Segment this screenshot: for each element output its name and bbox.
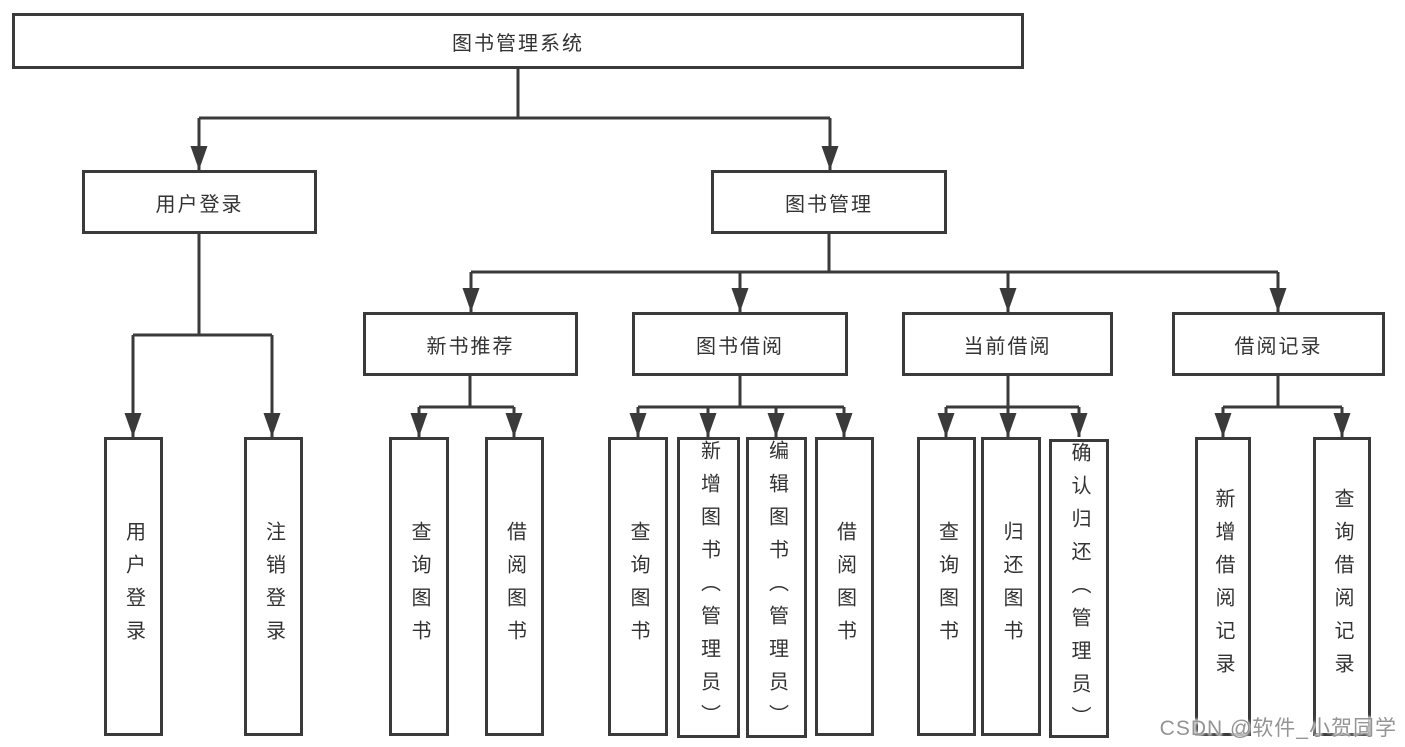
leaf-user-login: 用户登录 [104, 437, 163, 736]
leaf-nb-query-books: 查询图书 [389, 437, 449, 736]
node-label: 当前借阅 [963, 335, 1052, 358]
leaf-nb-borrow-books: 借阅图书 [485, 437, 544, 736]
node-borrowing-records: 借阅记录 [1172, 312, 1385, 376]
node-label: 用户登录 [155, 193, 244, 216]
leaf-logout: 注销登录 [244, 437, 303, 736]
node-label: 图书管理 [785, 193, 873, 216]
node-label: 编辑图书（管理员） [765, 440, 788, 737]
leaf-bb-edit-books-admin: 编辑图书（管理员） [746, 437, 807, 738]
node-label: 注销登录 [262, 520, 285, 653]
node-library-management-system: 图书管理系统 [12, 13, 1024, 69]
leaf-cb-return-books: 归还图书 [981, 437, 1041, 736]
leaf-br-add-record: 新增借阅记录 [1195, 437, 1251, 736]
node-label: 借阅记录 [1234, 335, 1323, 358]
node-label: 查询图书 [408, 520, 430, 653]
csdn-watermark: CSDN @软件_小贺同学 [1159, 717, 1397, 740]
node-label: 图书管理系统 [452, 32, 584, 55]
node-new-book-recommend: 新书推荐 [363, 312, 578, 376]
node-label: 归还图书 [1000, 520, 1022, 653]
leaf-bb-add-books-admin: 新增图书（管理员） [677, 437, 740, 738]
leaf-br-query-record: 查询借阅记录 [1313, 437, 1371, 736]
node-label: 新增图书（管理员） [697, 440, 720, 737]
leaf-bb-query-books: 查询图书 [608, 437, 668, 736]
node-book-borrowing: 图书借阅 [632, 312, 848, 376]
node-book-management: 图书管理 [711, 170, 947, 234]
node-label: 借阅图书 [833, 520, 856, 653]
node-label: 新书推荐 [426, 335, 515, 358]
leaf-bb-borrow-books: 借阅图书 [815, 437, 874, 736]
node-label: 查询图书 [627, 520, 649, 653]
node-label: 图书借阅 [696, 335, 784, 358]
node-label: 确认归还（管理员） [1068, 442, 1090, 739]
leaf-cb-query-books: 查询图书 [917, 437, 976, 736]
node-label: 查询图书 [935, 520, 958, 653]
node-label: 新增借阅记录 [1212, 487, 1234, 686]
node-current-borrowing: 当前借阅 [902, 312, 1113, 376]
node-label: 查询借阅记录 [1331, 487, 1353, 686]
node-user-login: 用户登录 [82, 170, 317, 234]
node-label: 用户登录 [122, 520, 145, 653]
node-label: 借阅图书 [503, 520, 526, 653]
leaf-cb-confirm-return-admin: 确认归还（管理员） [1049, 439, 1109, 739]
